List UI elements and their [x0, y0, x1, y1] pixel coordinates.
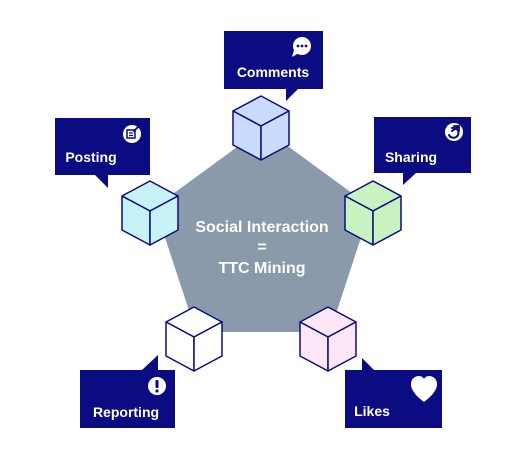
likes-cube	[299, 306, 357, 372]
comments-label: Comments	[237, 64, 310, 80]
likes-callout: Likes	[345, 358, 442, 428]
center-title-line1: Social Interaction	[195, 219, 328, 236]
reporting-label: Reporting	[93, 404, 159, 420]
posting-label: Posting	[65, 149, 116, 165]
sharing-label: Sharing	[385, 149, 437, 165]
sharing-callout: Sharing	[374, 117, 471, 185]
exclamation-icon	[148, 377, 166, 395]
posting-callout: Posting	[55, 118, 150, 188]
reporting-callout: Reporting	[80, 355, 175, 428]
reporting-cube	[165, 306, 223, 372]
speech-bubble-dots-icon	[292, 37, 311, 57]
heart-icon	[411, 376, 437, 402]
center-title-line3: TTC Mining	[218, 260, 305, 277]
comments-cube	[232, 95, 290, 161]
center-title-line2: =	[257, 239, 266, 256]
share-arrow-icon	[445, 123, 463, 141]
likes-label: Likes	[354, 403, 390, 419]
center-pentagon	[155, 128, 371, 332]
sharing-cube	[344, 180, 402, 246]
edit-post-icon	[123, 125, 141, 143]
posting-cube	[121, 180, 179, 246]
comments-callout: Comments	[224, 31, 323, 101]
